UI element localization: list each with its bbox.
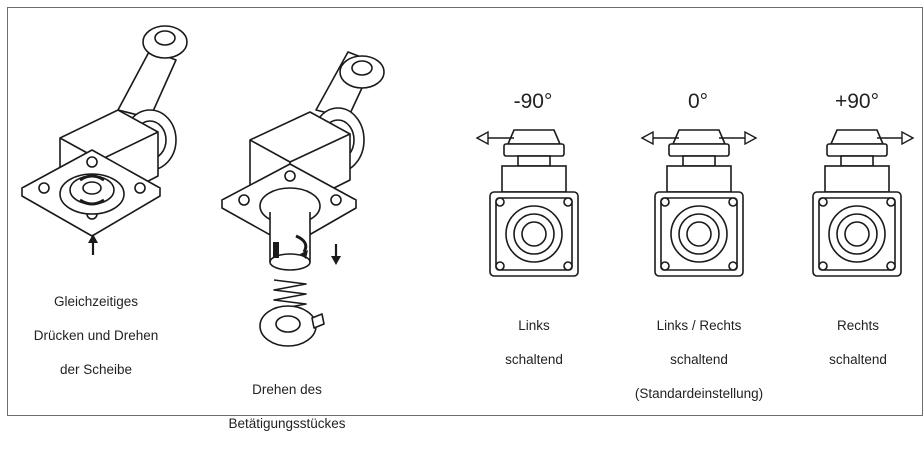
angle-label-plus-90: +90° xyxy=(834,90,880,113)
angle-label-0: 0° xyxy=(687,90,709,113)
caption-left-switching: Links schaltend xyxy=(505,318,563,367)
diagram-frame xyxy=(7,7,923,416)
caption-rotate-actuator: Drehen des Betätigungsstückes xyxy=(228,382,346,431)
angle-label-minus-90: -90° xyxy=(513,90,553,113)
caption-left-right-switching: Links / Rechts schaltend (Standardeinste… xyxy=(634,318,764,401)
caption-press-rotate: Gleichzeitiges Drücken und Drehen der Sc… xyxy=(33,294,159,377)
caption-right-switching: Rechts schaltend xyxy=(829,318,887,367)
